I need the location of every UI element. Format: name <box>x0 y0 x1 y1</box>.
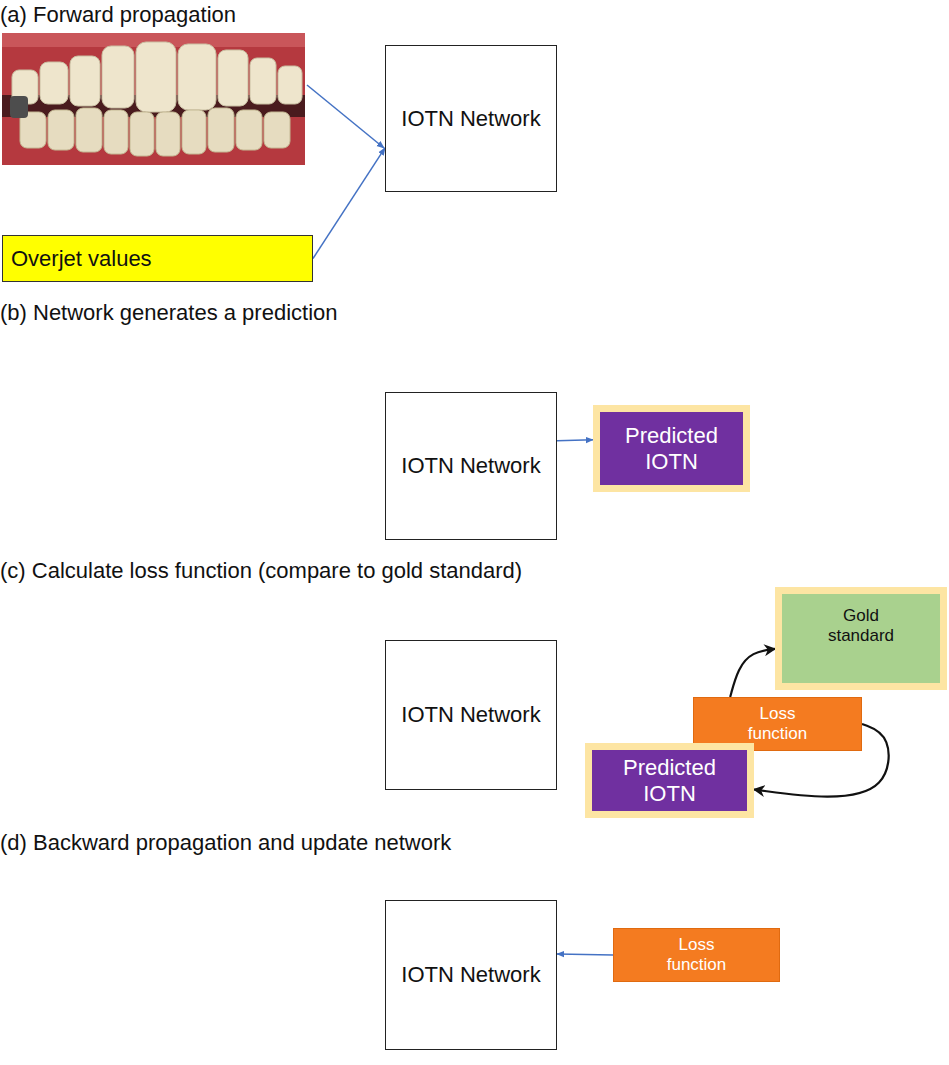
network-box: IOTN Network <box>385 640 557 790</box>
network-box: IOTN Network <box>385 900 557 1050</box>
network-box: IOTN Network <box>385 45 557 192</box>
flow-arrow <box>313 148 385 259</box>
box-label: IOTN Network <box>401 453 540 478</box>
input-box: Overjet values <box>2 235 313 282</box>
panel-heading: (a) Forward propagation <box>0 2 236 28</box>
box-label: Loss function <box>657 935 737 974</box>
box-label: IOTN Network <box>401 702 540 727</box>
box-label: Overjet values <box>11 246 152 271</box>
teeth-photo <box>2 33 305 165</box>
panel-heading: (d) Backward propagation and update netw… <box>0 830 451 856</box>
box-label: Predicted IOTN <box>617 423 727 474</box>
box-label: IOTN Network <box>401 106 540 131</box>
box-label: Loss function <box>738 704 818 743</box>
prediction-box: Predicted IOTN <box>585 743 754 818</box>
box-label: IOTN Network <box>401 962 540 987</box>
panel-heading: (c) Calculate loss function (compare to … <box>0 558 522 584</box>
box-label: Predicted IOTN <box>615 755 725 806</box>
flow-arrow <box>730 649 775 697</box>
flow-arrow <box>557 440 593 441</box>
flow-arrow <box>557 954 613 955</box>
loss-box: Loss function <box>613 928 780 982</box>
network-box: IOTN Network <box>385 392 557 540</box>
panel-heading: (b) Network generates a prediction <box>0 300 338 326</box>
gold-standard-box: Gold standard <box>775 587 947 690</box>
photo-input-arrow <box>307 85 384 148</box>
prediction-box: Predicted IOTN <box>593 405 750 492</box>
box-label: Gold standard <box>816 606 906 645</box>
